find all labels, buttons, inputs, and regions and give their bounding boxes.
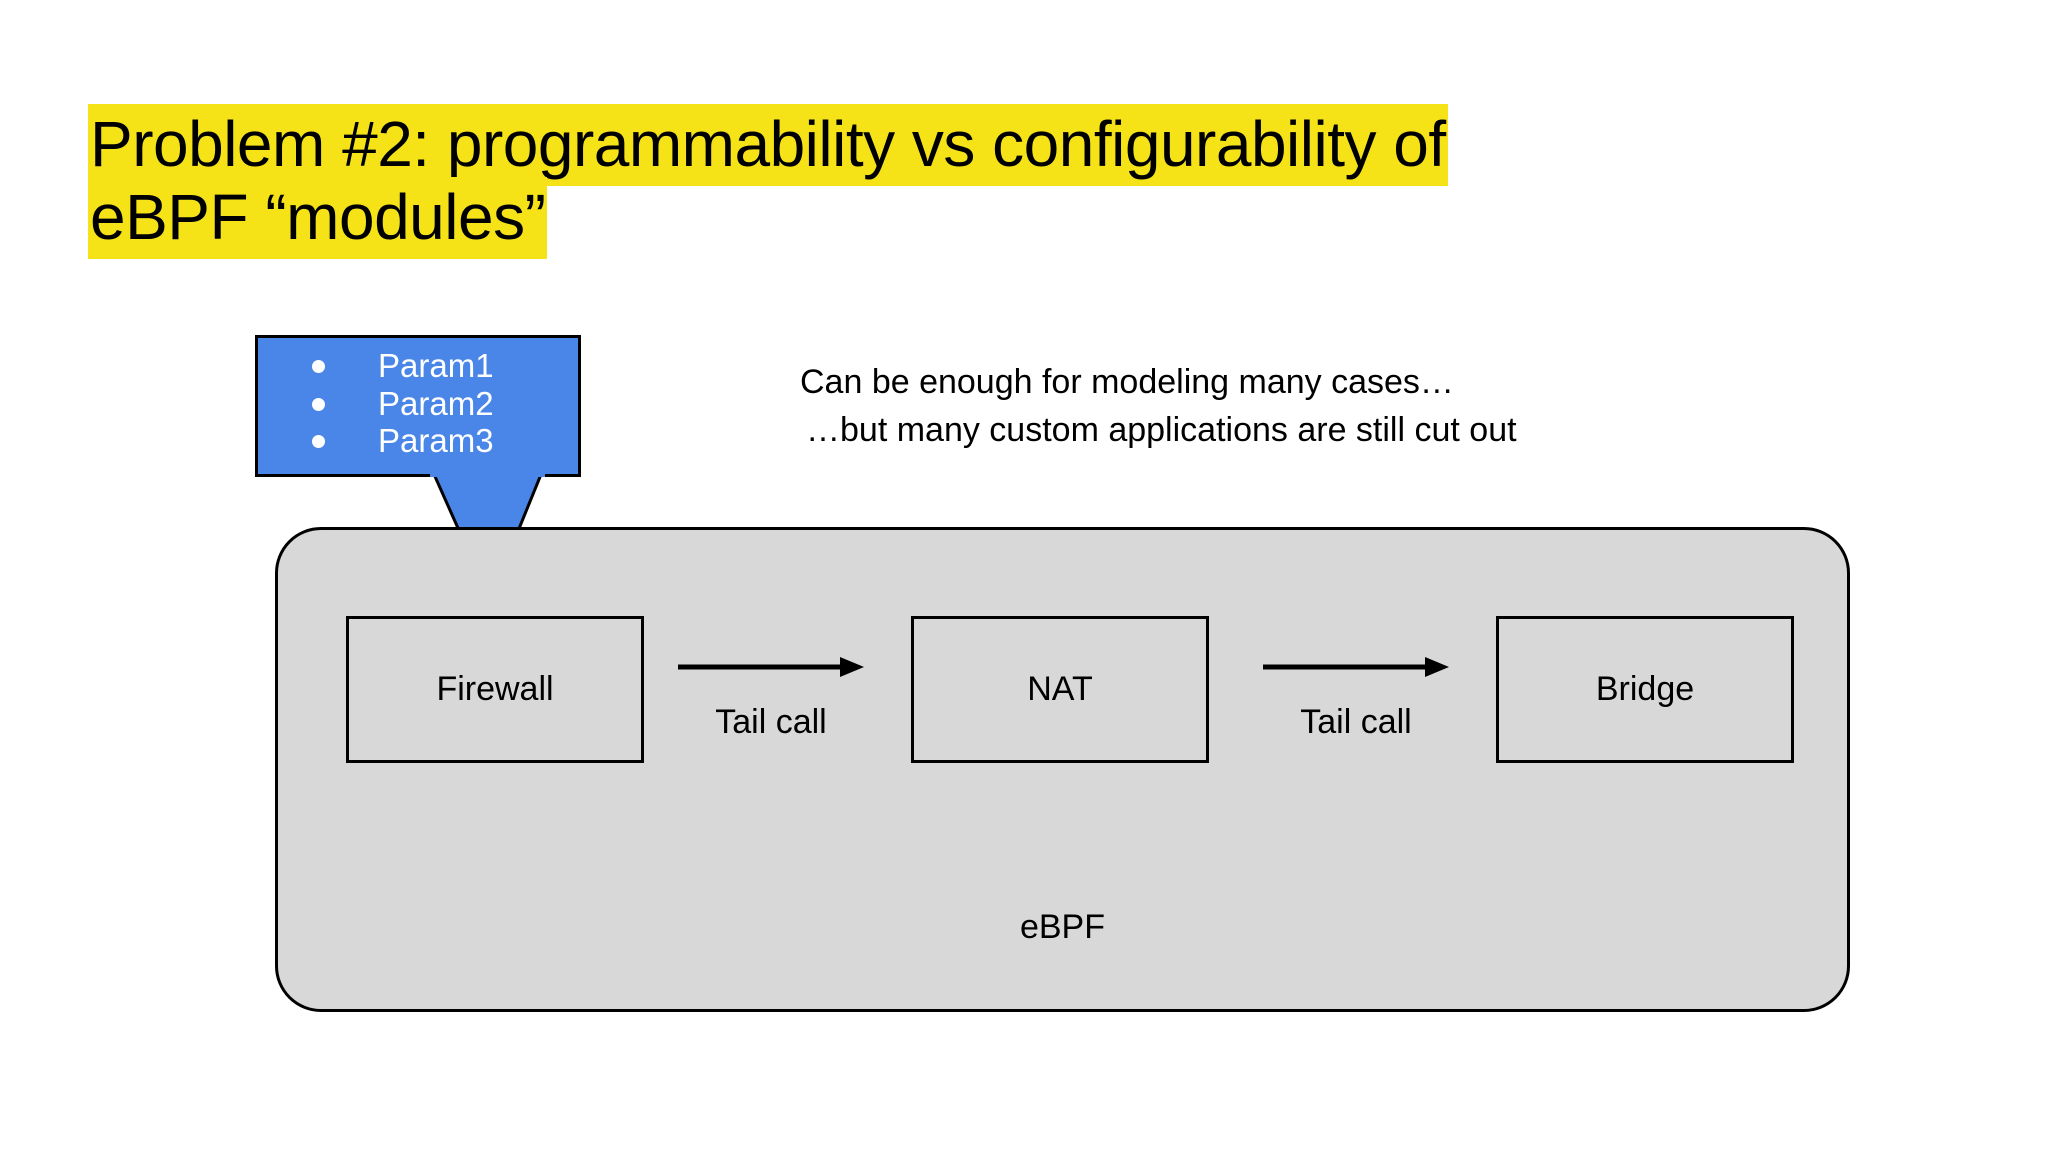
arrow-label: Tail call (1300, 703, 1412, 741)
module-box-nat: NAT (911, 616, 1209, 763)
arrow-right-icon (678, 657, 864, 677)
params-list: Param1 Param2 Param3 (258, 338, 578, 460)
ebpf-container: Firewall Tail call NAT Tail call Bridge … (275, 527, 1850, 1012)
module-box-bridge: Bridge (1496, 616, 1794, 763)
param-label: Param1 (378, 347, 494, 384)
title-line-2-text: eBPF “modules” (88, 177, 548, 260)
list-item: Param3 (258, 422, 578, 460)
module-label: Firewall (436, 670, 554, 708)
tail-call-arrow-2: Tail call (1261, 655, 1451, 741)
param-label: Param2 (378, 384, 494, 422)
param-label: Param3 (378, 422, 494, 460)
title-line-2: eBPF “modules” (88, 177, 1888, 260)
bullet-dot-icon (312, 397, 325, 411)
tail-call-arrow-1: Tail call (676, 655, 866, 741)
title-line-1-text: Problem #2: programmability vs configura… (88, 104, 1448, 186)
arrow-right-icon (1263, 657, 1449, 677)
page-title: Problem #2: programmability vs configura… (88, 104, 1888, 260)
params-callout: Param1 Param2 Param3 (255, 335, 581, 477)
list-item: Param1 (258, 347, 578, 385)
ebpf-container-label: eBPF (1019, 908, 1106, 946)
bullet-dot-icon (312, 360, 325, 373)
module-label: Bridge (1595, 670, 1695, 708)
module-box-firewall: Firewall (346, 616, 644, 763)
title-line-1: Problem #2: programmability vs configura… (88, 104, 1888, 186)
annotation-note: Can be enough for modeling many cases… …… (800, 358, 1700, 455)
note-line-2: …but many custom applications are still … (806, 411, 1517, 450)
bullet-dot-icon (312, 435, 325, 449)
list-item: Param2 (258, 385, 578, 423)
note-line-1: Can be enough for modeling many cases… (800, 363, 1454, 401)
arrow-label: Tail call (715, 703, 827, 741)
module-label: NAT (1027, 670, 1093, 708)
